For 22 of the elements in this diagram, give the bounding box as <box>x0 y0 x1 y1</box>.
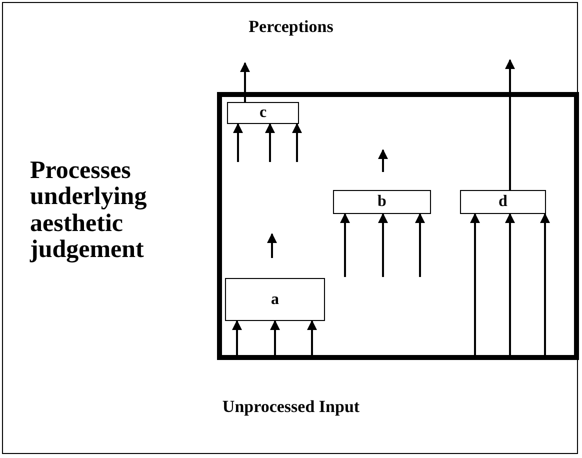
arrow <box>265 123 275 162</box>
arrow <box>340 213 350 277</box>
arrow <box>233 123 243 162</box>
process-box: c <box>227 102 299 124</box>
side-label: Processes underlying aesthetic judgement <box>30 158 148 263</box>
input-label: Unprocessed Input <box>221 398 361 416</box>
arrow <box>292 123 302 162</box>
output-label: Perceptions <box>248 18 334 36</box>
arrow <box>540 213 550 356</box>
process-box: b <box>333 190 431 214</box>
arrow <box>505 213 515 356</box>
module-frame <box>217 92 579 360</box>
arrow <box>505 59 515 190</box>
arrow <box>470 213 480 356</box>
arrow <box>232 320 242 358</box>
process-box: a <box>225 278 325 321</box>
arrow <box>415 213 425 277</box>
arrow <box>240 62 250 102</box>
process-box: d <box>460 190 546 214</box>
arrow <box>307 320 317 358</box>
arrow <box>270 320 280 358</box>
arrow <box>378 213 388 277</box>
